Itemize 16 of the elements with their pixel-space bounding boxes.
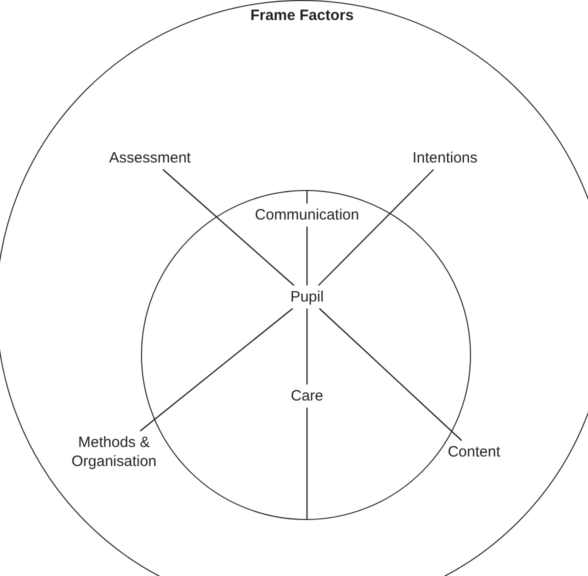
center-label: Pupil bbox=[290, 288, 324, 306]
category-label: Methods & Organisation bbox=[64, 433, 164, 471]
diagram-heading: Frame Factors bbox=[250, 7, 354, 24]
connector-line bbox=[306, 190, 308, 204]
connector-line bbox=[306, 226, 308, 286]
connector-line bbox=[162, 169, 294, 286]
category-label: Communication bbox=[254, 206, 360, 224]
category-label: Care bbox=[290, 386, 324, 406]
category-label: Intentions bbox=[412, 148, 478, 168]
category-label: Assessment bbox=[109, 148, 191, 168]
connector-line bbox=[306, 408, 308, 520]
connector-line bbox=[140, 308, 294, 432]
connector-line bbox=[306, 308, 308, 384]
connector-line bbox=[318, 169, 434, 286]
category-label: Content bbox=[448, 442, 500, 462]
connector-line bbox=[318, 308, 462, 441]
